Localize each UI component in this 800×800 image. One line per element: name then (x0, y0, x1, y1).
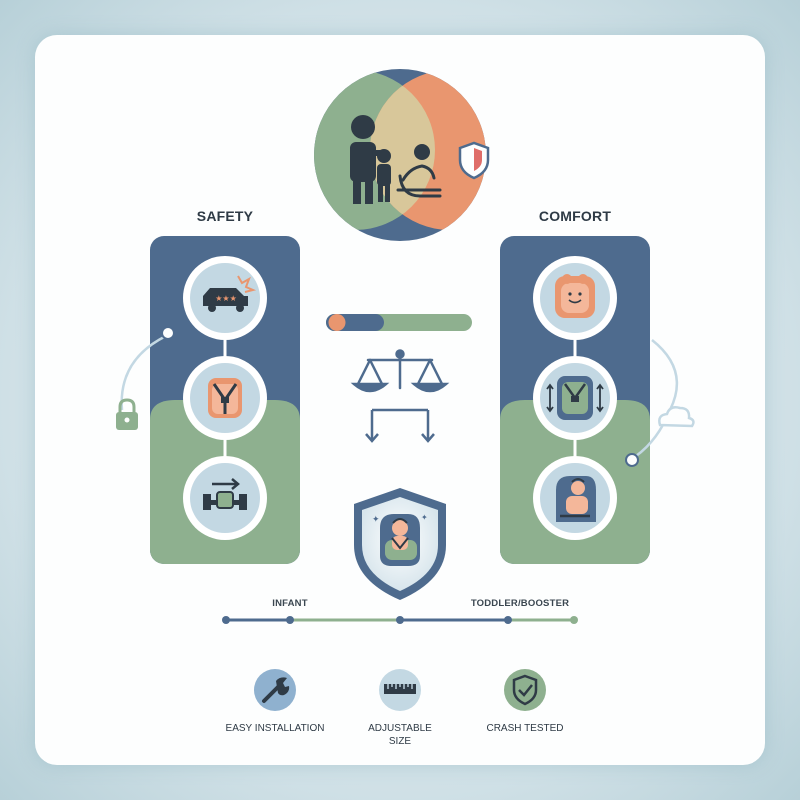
shield-icon (458, 141, 490, 180)
child-seat-node[interactable] (533, 456, 617, 540)
stage-timeline (222, 616, 578, 624)
feature-easy-installation[interactable] (254, 669, 296, 711)
ruler-icon (384, 684, 416, 694)
cloud-icon (658, 406, 695, 428)
lock-icon (116, 398, 138, 430)
comfort-title: COMFORT (538, 208, 612, 224)
adjustable-size-label: ADJUSTABLE SIZE (368, 723, 432, 747)
svg-text:✦: ✦ (372, 515, 380, 525)
harness-node[interactable] (183, 356, 267, 440)
isofix-node[interactable] (183, 456, 267, 540)
protection-shield-emblem: ✦ ✦ (354, 488, 446, 600)
crash-tested-label: CRASH TESTED (486, 723, 564, 734)
balance-bar (326, 314, 472, 331)
scale-icon (350, 349, 450, 393)
safety-title: SAFETY (196, 208, 254, 224)
child-icon (377, 149, 391, 202)
svg-text:★★★: ★★★ (215, 294, 237, 303)
safety-column: ★★★ (150, 236, 300, 564)
stage-infant-label: INFANT (272, 598, 308, 609)
easy-installation-label: EASY INSTALLATION (225, 723, 325, 734)
harness-seat-icon (208, 378, 242, 418)
lock-connector (116, 326, 175, 430)
cushion-node[interactable] (533, 256, 617, 340)
cloud-connector (625, 339, 695, 467)
comfort-column (500, 236, 650, 564)
baby-in-seat-icon: ✦ ✦ (372, 513, 428, 566)
adjustable-seat-icon (546, 376, 604, 420)
cushioned-seat-icon (555, 274, 595, 318)
adjustable-node[interactable] (533, 356, 617, 440)
split-arrows-icon (365, 408, 435, 443)
crash-car-icon: ★★★ (203, 275, 257, 312)
car-seat-child-icon (396, 144, 442, 198)
feature-crash-tested[interactable] (504, 669, 546, 711)
wrench-icon (262, 677, 290, 703)
shield-check-icon (512, 674, 538, 706)
isofix-base-icon (203, 478, 247, 510)
family-venn-emblem (314, 69, 490, 241)
feature-adjustable-size[interactable] (379, 669, 421, 711)
crash-rating-node[interactable]: ★★★ (183, 256, 267, 340)
child-in-seat-icon (556, 476, 596, 522)
svg-text:✦: ✦ (421, 513, 428, 522)
stage-toddler-booster-label: TODDLER/BOOSTER (470, 598, 570, 609)
